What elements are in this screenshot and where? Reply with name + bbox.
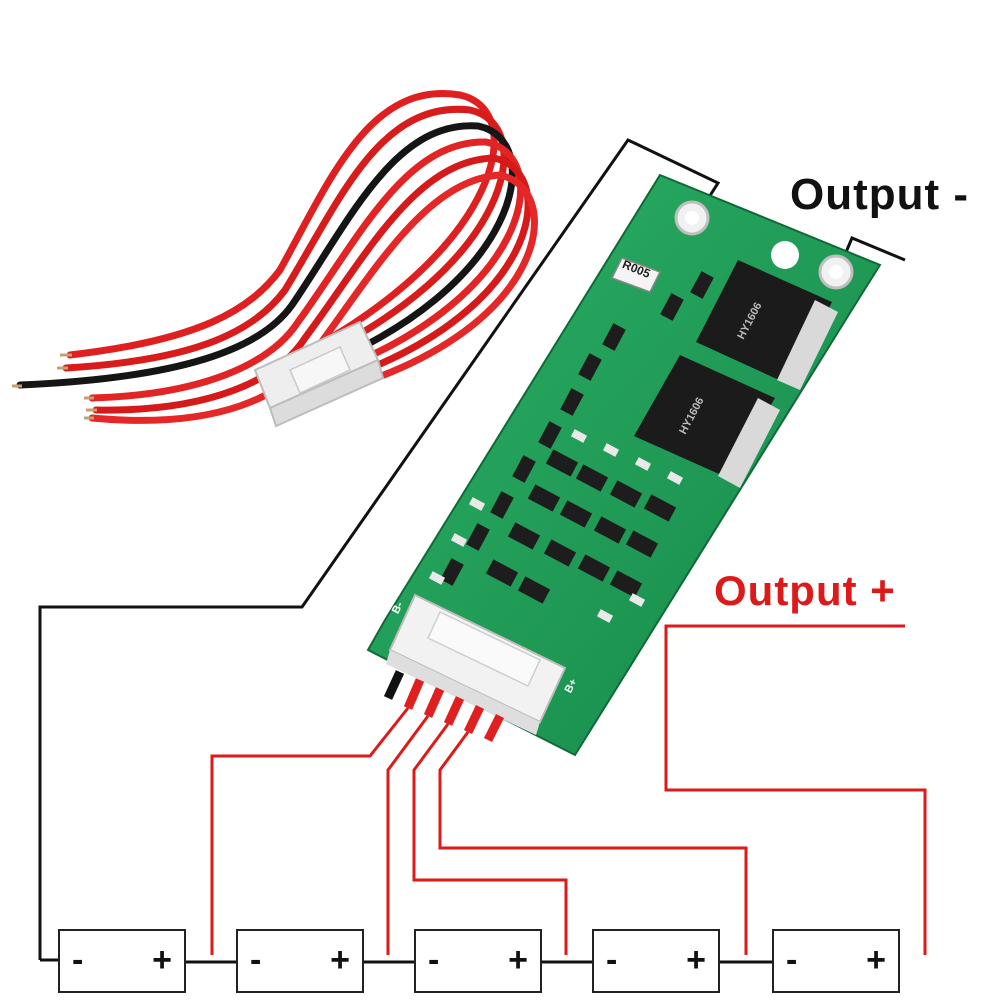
positive-wiring [210,624,927,955]
battery-cell-3: - + [414,929,542,993]
output-negative-label: Output - [790,170,970,219]
cell-plus-terminal: + [866,941,886,979]
output-positive-label: Output + [714,567,896,614]
bms-board [366,173,882,757]
cell-plus-terminal: + [686,941,706,979]
cell-plus-terminal: + [152,941,172,979]
battery-cell-5: - + [772,929,900,993]
connector-leads [383,670,505,743]
cell-minus-terminal: - [428,941,440,979]
battery-cell-4: - + [592,929,720,993]
cell-minus-terminal: - [72,941,84,979]
harness-plug [253,320,385,428]
battery-cell-1: - + [58,929,186,993]
cell-links [40,958,776,964]
wire-harness [12,90,538,428]
cell-plus-terminal: + [508,941,528,979]
cell-plus-terminal: + [330,941,350,979]
cell-minus-terminal: - [250,941,262,979]
battery-cell-2: - + [236,929,364,993]
cell-minus-terminal: - [786,941,798,979]
cell-minus-terminal: - [606,941,618,979]
